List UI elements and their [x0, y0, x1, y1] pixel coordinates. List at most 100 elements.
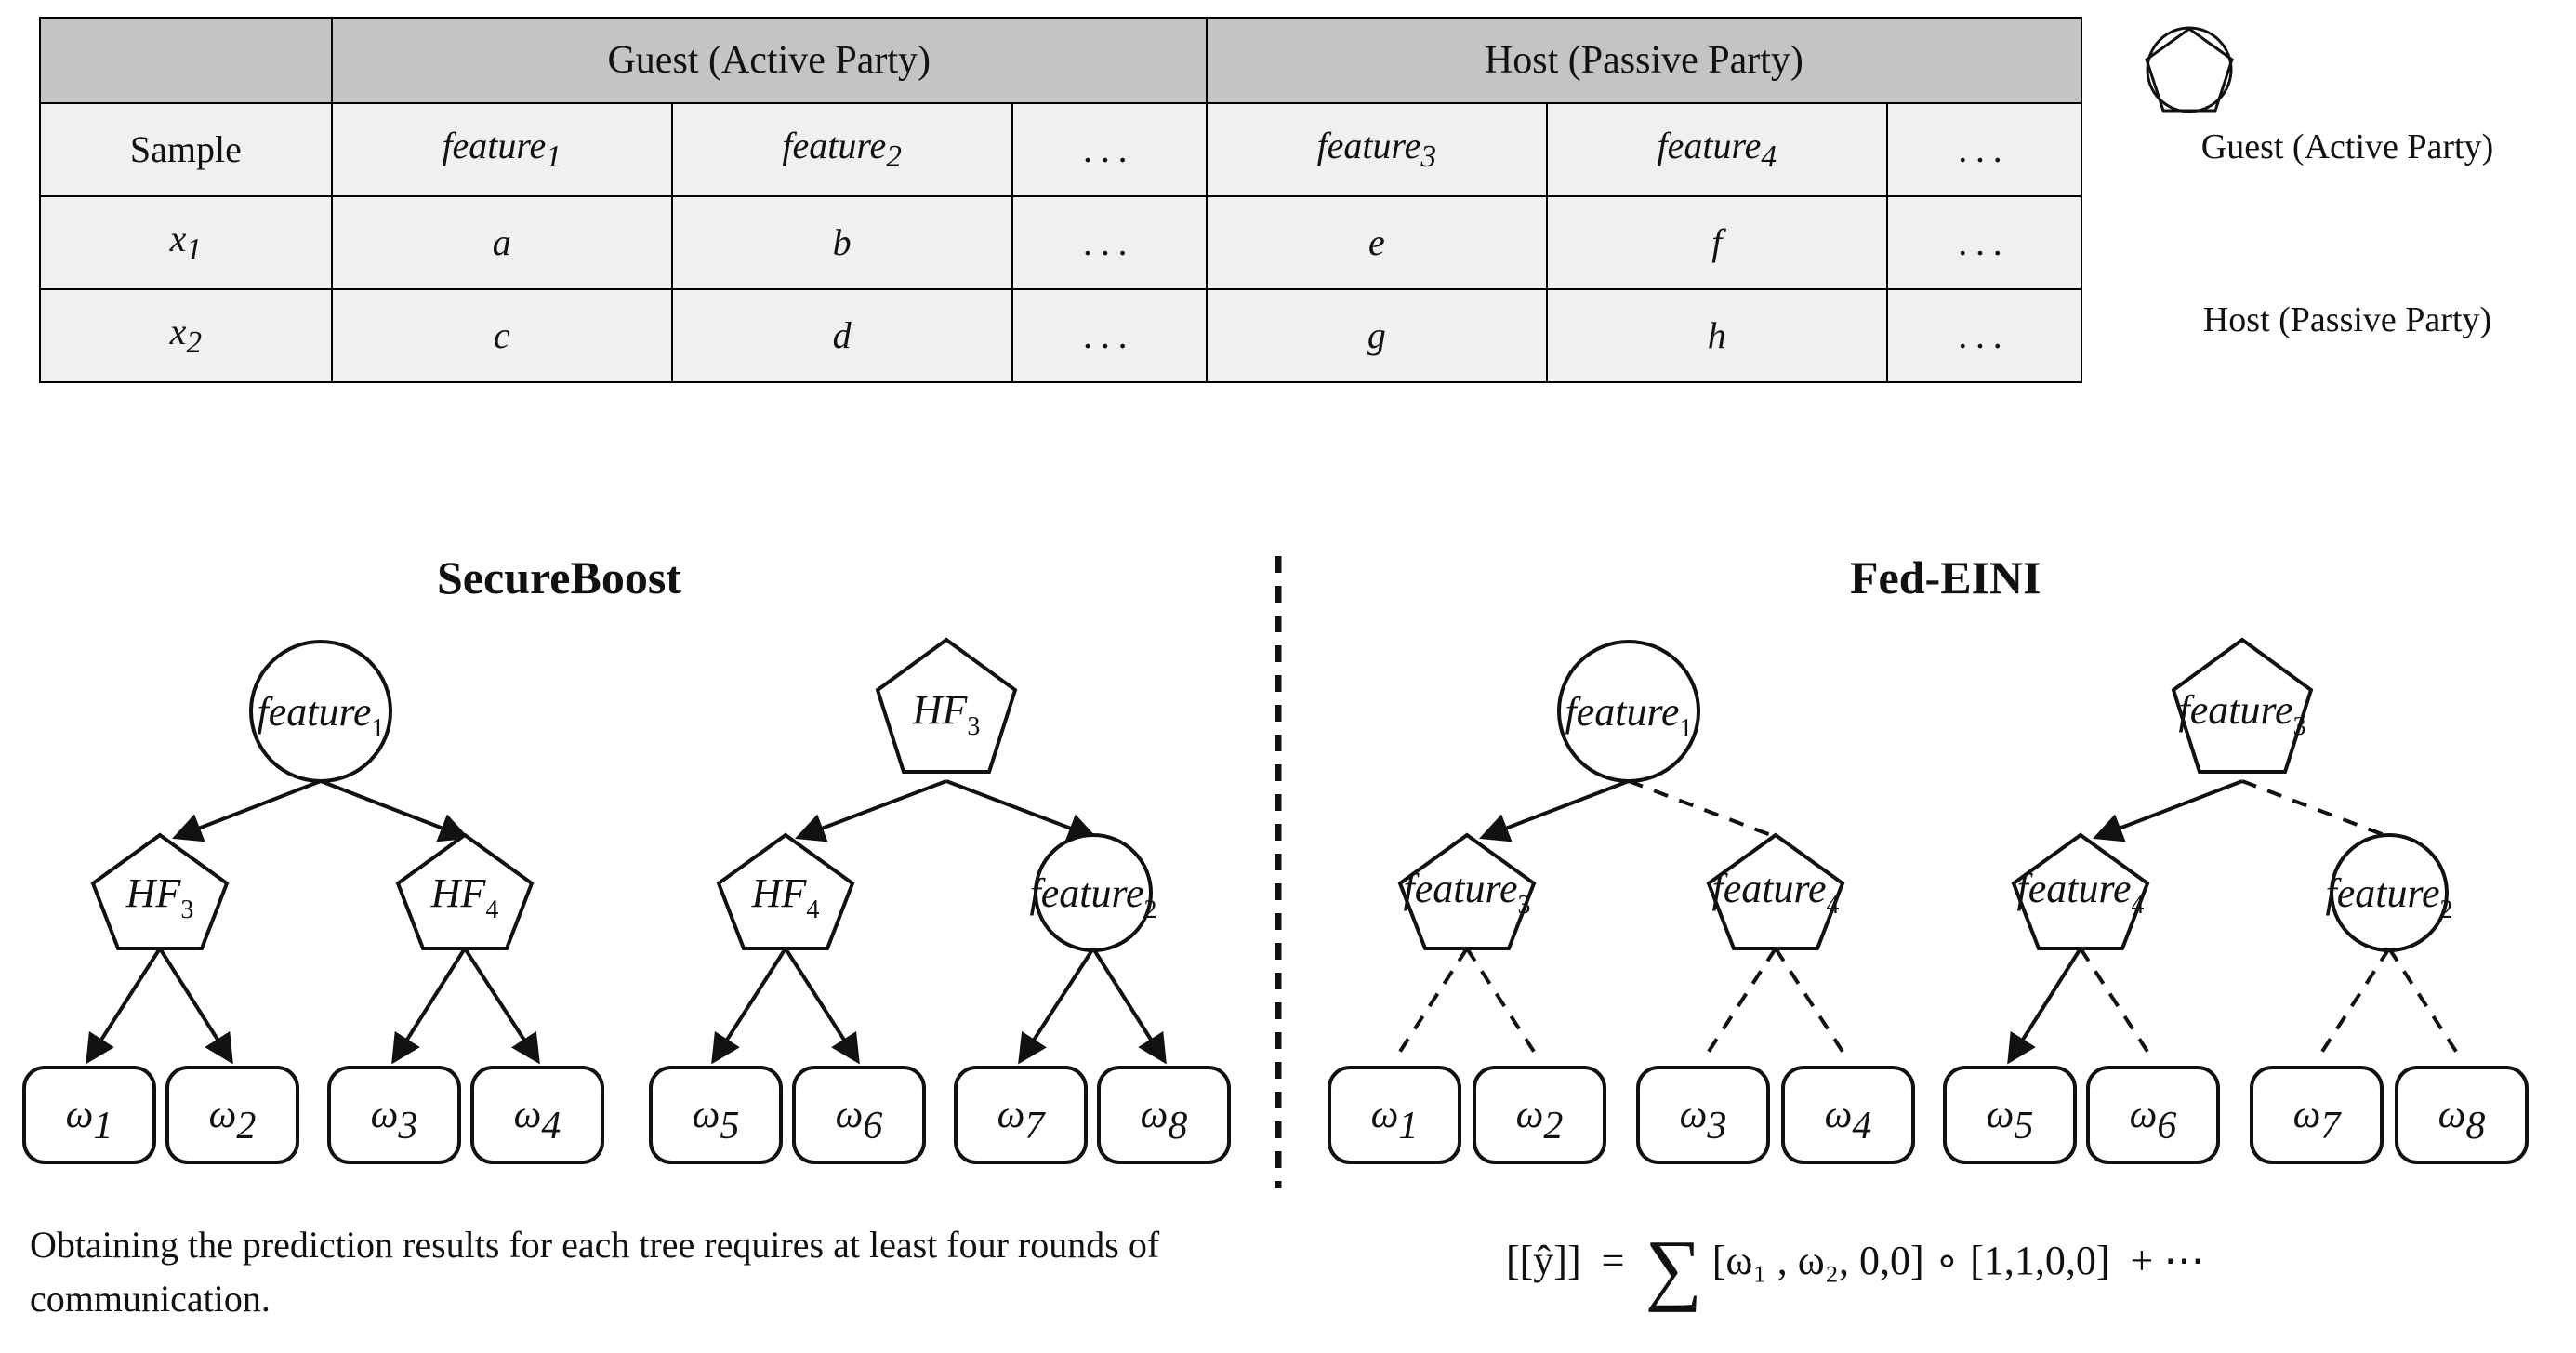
- leaf-label: ω5: [1987, 1094, 2034, 1147]
- leaf-label: ω3: [371, 1094, 418, 1147]
- edge-root-right: [945, 779, 1098, 842]
- col-header-feature2: feature2: [670, 102, 1013, 197]
- edge-left-leaf1: [86, 947, 162, 1065]
- leaf-label: ω3: [1680, 1094, 1727, 1147]
- group-header-host: Host (Passive Party): [1205, 17, 2083, 104]
- node-left-pentagon: [2011, 832, 2150, 950]
- cell-x1-f1: a: [330, 195, 673, 290]
- node-left-label: feature3: [1404, 866, 1531, 920]
- leaf-node: [327, 1066, 461, 1164]
- edge-right-leaf7-dashed: [2315, 947, 2391, 1062]
- fedeini-tree-2: feature3 feature4 feature2 ω5 ω6 ω7 ω8: [1943, 637, 2529, 1164]
- col-header-host-ellipsis: ...: [1885, 102, 2083, 197]
- leaf-node: [1097, 1066, 1231, 1164]
- leaf-node: [1636, 1066, 1770, 1164]
- panel-title-secureboost: SecureBoost: [437, 551, 681, 604]
- node-left-label: HF4: [751, 870, 820, 924]
- leaf-label: ω4: [514, 1094, 561, 1147]
- leaf-label: ω5: [693, 1094, 740, 1147]
- edge-left-leaf1-dashed: [1393, 947, 1469, 1062]
- node-right-label: HF4: [430, 870, 499, 924]
- col-header-feature4: feature4: [1545, 102, 1888, 197]
- leaf-label: ω6: [2130, 1094, 2177, 1147]
- node-root-label: feature3: [2179, 687, 2306, 741]
- formula-hadamard-operator: ∘: [1934, 1238, 1961, 1283]
- edge-root-left: [172, 779, 322, 842]
- panel-title-fedeini: Fed-EINI: [1850, 551, 2041, 604]
- edge-right-leaf4-dashed: [1774, 947, 1850, 1062]
- group-header-blank: [39, 17, 333, 104]
- leaf-label: ω1: [1371, 1094, 1419, 1147]
- leaf-label: ω2: [1516, 1094, 1564, 1147]
- edge-right-leaf3-dashed: [1701, 947, 1777, 1062]
- row-sample-x1: x1: [39, 195, 333, 290]
- edge-right-leaf7: [1018, 947, 1095, 1065]
- cell-x1-guest-ellipsis: ...: [1011, 195, 1208, 290]
- node-root-pentagon: [2171, 637, 2314, 774]
- edge-right-leaf8-dashed: [2387, 947, 2464, 1062]
- node-root-pentagon: [875, 637, 1018, 774]
- table-column-header-row: Sample feature1 feature2 ... feature3 fe…: [39, 102, 2083, 197]
- node-right-label: feature4: [1712, 866, 1840, 920]
- formula-vector-omega: [ω₁ , ω₂, 0,0]: [1711, 1238, 1924, 1283]
- edge-left-leaf2-dashed: [1465, 947, 1541, 1062]
- cell-x2-f3: g: [1205, 288, 1548, 383]
- node-left-label: feature4: [2017, 866, 2145, 920]
- leaf-node: [165, 1066, 299, 1164]
- edge-root-left: [1479, 779, 1630, 842]
- legend-label-guest: Guest (Active Party): [2200, 127, 2494, 166]
- cell-x2-f1: c: [330, 288, 673, 383]
- edge-right-leaf3: [391, 947, 467, 1065]
- leaf-node: [792, 1066, 926, 1164]
- leaf-node: [22, 1066, 156, 1164]
- node-right-pentagon: [395, 832, 535, 950]
- group-header-guest: Guest (Active Party): [330, 17, 1208, 104]
- edge-root-right: [320, 779, 469, 842]
- edge-root-right-dashed: [2241, 779, 2390, 839]
- leaf-node: [954, 1066, 1088, 1164]
- leaf-node: [1943, 1066, 2077, 1164]
- edge-root-right-dashed: [1628, 779, 1777, 839]
- formula-sum-symbol: ∑: [1645, 1223, 1702, 1313]
- row-sample-x2: x2: [39, 288, 333, 383]
- leaf-node: [1781, 1066, 1915, 1164]
- cell-x2-f2: d: [670, 288, 1013, 383]
- node-root-label: HF3: [912, 687, 981, 741]
- leaf-node: [2086, 1066, 2220, 1164]
- leaf-label: ω2: [209, 1094, 257, 1147]
- edge-right-leaf4: [463, 947, 540, 1065]
- leaf-label: ω8: [2438, 1094, 2486, 1147]
- legend: Guest (Active Party) Host (Passive Party…: [2138, 19, 2556, 365]
- node-right-circle: [1034, 833, 1153, 952]
- table-row: x2 c d ... g h ...: [39, 288, 2083, 383]
- leaf-label: ω6: [836, 1094, 883, 1147]
- leaf-node: [2395, 1066, 2529, 1164]
- edge-right-leaf8: [1091, 947, 1167, 1065]
- leaf-label: ω7: [997, 1094, 1047, 1147]
- edge-left-leaf6: [784, 947, 860, 1065]
- leaf-node: [2250, 1066, 2384, 1164]
- secureboost-tree-2: HF3 HF4 feature2 ω5 ω6 ω7 ω8: [649, 637, 1231, 1164]
- node-right-label: feature2: [2326, 870, 2453, 924]
- leaf-label: ω7: [2293, 1094, 2343, 1147]
- node-left-label: HF3: [125, 870, 194, 924]
- edge-left-leaf5: [2007, 947, 2082, 1065]
- caption-fedeini-formula: [[ŷ]] = ∑ [ω₁ , ω₂, 0,0] ∘ [1,1,0,0] + ⋯: [1506, 1227, 2547, 1307]
- col-header-guest-ellipsis: ...: [1011, 102, 1208, 197]
- node-right-label: feature2: [1030, 870, 1157, 924]
- leaf-label: ω4: [1825, 1094, 1872, 1147]
- formula-vector-indicator: [1,1,0,0]: [1970, 1238, 2110, 1283]
- leaf-label: ω1: [66, 1094, 113, 1147]
- cell-x1-f4: f: [1545, 195, 1888, 290]
- edge-left-leaf6-dashed: [2079, 947, 2155, 1062]
- cell-x2-host-ellipsis: ...: [1885, 288, 2083, 383]
- leaf-node: [649, 1066, 783, 1164]
- col-header-feature3: feature3: [1205, 102, 1548, 197]
- leaf-node: [470, 1066, 604, 1164]
- node-root-circle: [249, 640, 392, 783]
- sample-data-table: Guest (Active Party) Host (Passive Party…: [39, 17, 2083, 383]
- node-root-label: feature1: [258, 689, 385, 743]
- edge-root-left: [2093, 779, 2243, 842]
- formula-equals: =: [1601, 1238, 1625, 1283]
